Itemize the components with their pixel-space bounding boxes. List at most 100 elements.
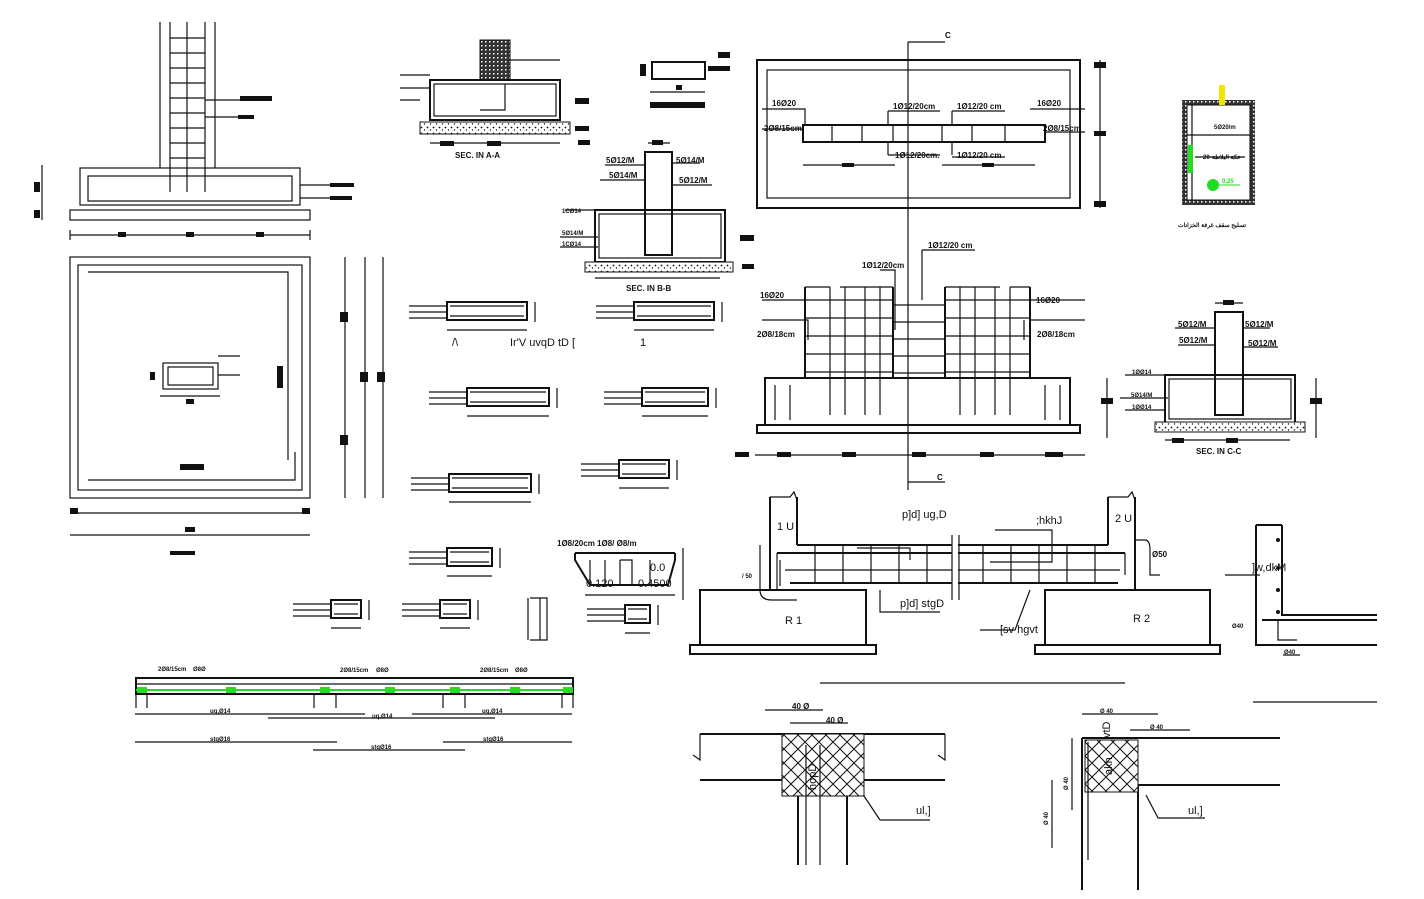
section-c-c: 5Ø12/M 5Ø12/M 5Ø12/M 5Ø12/M 1ØØ14 5Ø14/M… — [1101, 300, 1322, 456]
rebar-line — [429, 388, 558, 417]
cb-bottom-1: stgØ16 — [210, 737, 231, 743]
cb-bar-3: uq,Ø14 — [482, 709, 503, 715]
ribbed-slab-section: 1Ø8/20cm 1Ø8/ Ø8/m 0.120 0.4500 0.0 — [557, 539, 684, 600]
wall-label: ]w,dkM — [1252, 562, 1286, 574]
bb-label-2: 5Ø14/M — [676, 156, 705, 165]
plan-label-left-stirrup: 2Ø8/15cm — [764, 124, 802, 133]
section-marker-top: C — [945, 31, 951, 40]
section-a-a-title: SEC. IN A-A — [455, 151, 500, 160]
joint-dim-3: Ø 40 — [1100, 709, 1114, 715]
elev-label-top-mid: 1Ø12/20cm — [862, 261, 904, 270]
joint-dim-6: Ø 40 — [1044, 811, 1050, 825]
beam-section — [330, 599, 362, 619]
section-marker-bottom: C — [937, 473, 943, 482]
top-bar-label: p]d] ug,D — [902, 509, 947, 521]
beam-section — [448, 473, 532, 493]
rebar-line — [527, 597, 548, 641]
small-beam-section — [640, 52, 730, 108]
joint-leader-1: ul,] — [916, 805, 931, 817]
tank-caption: تسليح سقف غرفة الخزانات — [1178, 222, 1246, 229]
plan-label-top-mid-left: 1Ø12/20cm — [893, 102, 935, 111]
beam-section — [641, 387, 709, 407]
bb-label-1: 5Ø12/M — [606, 156, 635, 165]
section-b-b-title: SEC. IN B-B — [626, 284, 672, 293]
bb-label-7: 1CØ14 — [562, 242, 582, 248]
rebar-line — [587, 605, 659, 634]
footing-plan-strip: C C 16Ø20 2Ø8/15cm 1Ø12/20cm 1Ø12/20 cm … — [756, 31, 1106, 490]
cb-top-4: Ø8Ø — [376, 668, 389, 674]
footing-plan-detail — [69, 256, 385, 555]
beam-section — [446, 547, 493, 567]
beam-section — [633, 301, 715, 321]
wall-anchor-label: Ø40 — [1232, 624, 1244, 630]
beam-section — [624, 604, 651, 624]
column-label-2: 2 U — [1115, 513, 1132, 525]
tank-label-mid: 20 — [1203, 155, 1210, 161]
slab-top-label: 1Ø8/20cm 1Ø8/ Ø8/m — [557, 539, 637, 548]
bb-label-5: 1CØ14 — [562, 209, 582, 215]
rebar-line — [409, 302, 536, 331]
wall-corner-detail: ]w,dkM Ø40 Ø40 — [1225, 524, 1377, 656]
beam-caption-1: /\ — [452, 337, 459, 349]
joint-dim-5: Ø 40 — [1064, 776, 1070, 790]
plan-label-top-mid-right: 1Ø12/20 cm — [957, 102, 1001, 111]
extra-bar-label: ;hkhJ — [1036, 515, 1062, 527]
tank-label-green: 0.25 — [1222, 179, 1234, 185]
rebar-line — [604, 388, 717, 417]
beam-caption-3: 1 — [640, 337, 646, 349]
cc-label-4: 5Ø12/M — [1248, 339, 1277, 348]
section-a-a: SEC. IN A-A — [400, 39, 590, 160]
rebar-line — [596, 302, 723, 331]
yellow-marker — [1219, 85, 1225, 105]
elev-label-right-stirrup: 2Ø8/18cm — [1037, 330, 1075, 339]
joint-dim-1: 40 Ø — [792, 702, 809, 711]
cb-top-2: Ø8Ø — [193, 667, 206, 673]
joint-dim-2: 40 Ø — [826, 716, 843, 725]
section-b-b: 5Ø12/M 5Ø14/M 5Ø14/M 5Ø12/M 1CØ14 5Ø14/M… — [560, 140, 754, 293]
cb-top-1: 2Ø8/15cm — [158, 667, 186, 673]
beam-sections-group — [293, 301, 723, 641]
joint-label-3: akh — [1103, 757, 1115, 775]
anchor-right-label: Ø50 — [1152, 550, 1168, 559]
tank-label-mid-ar: عكة البلاطة — [1212, 154, 1241, 161]
cb-top-3: 2Ø8/15cm — [340, 668, 368, 674]
slab-dim-right: 0.4500 — [638, 578, 672, 590]
support-r1: R 1 — [785, 615, 802, 627]
cc-label-5: 1ØØ14 — [1132, 370, 1152, 376]
stirrups-label: [sv hgvt — [1000, 624, 1038, 636]
slab-dim-left: 0.120 — [586, 578, 614, 590]
rebar-line — [581, 460, 678, 489]
beam-column-joint-corner: Ø 40 Ø 40 Ø 40 Ø 40 vtD akh ul,] — [1044, 709, 1280, 890]
elev-label-left-stirrup: 2Ø8/18cm — [757, 330, 795, 339]
anchor-left-label: / 50 — [742, 574, 753, 580]
elev-label-left-bar: 16Ø20 — [760, 291, 785, 300]
elev-label-top-right: 1Ø12/20 cm — [928, 241, 972, 250]
elev-label-right-bar: 16Ø20 — [1036, 296, 1061, 305]
tank-label-top: 5Ø20/m — [1214, 125, 1236, 131]
beam-section — [446, 301, 528, 321]
beam-section — [466, 387, 550, 407]
beam-elevation-supports: R 1 R 2 1 U 2 U p]d] ug,D ;hkhJ p]d] stg… — [689, 490, 1377, 703]
cb-bottom-2: stgØ16 — [371, 745, 392, 751]
bb-label-3: 5Ø14/M — [609, 171, 638, 180]
plan-label-top-right: 16Ø20 — [1037, 99, 1062, 108]
cb-bar-1: uq,Ø14 — [210, 709, 231, 715]
cb-top-5: 2Ø8/15cm — [480, 668, 508, 674]
plan-label-bot-mid-right: 1Ø12/20 cm — [957, 151, 1001, 160]
bb-label-4: 5Ø12/M — [679, 176, 708, 185]
tank-room-slab-detail: 5Ø20/m 20 عكة البلاطة 0.25 تسليح سقف غرف… — [1178, 85, 1255, 229]
rebar-line — [409, 548, 501, 577]
rebar-line — [402, 600, 479, 629]
rebar-line — [293, 600, 370, 629]
cc-label-3: 5Ø12/M — [1179, 336, 1208, 345]
joint-leader-2: ul,] — [1188, 805, 1203, 817]
cb-bar-2: uq,Ø14 — [372, 714, 393, 720]
joint-dim-4: Ø 40 — [1150, 725, 1164, 731]
bb-label-6: 5Ø14/M — [562, 231, 583, 237]
cb-bottom-3: stgØ16 — [483, 737, 504, 743]
bottom-bar-label: p]d] stgD — [900, 598, 944, 610]
section-c-c-title: SEC. IN C-C — [1196, 447, 1242, 456]
beam-caption-2: Ir'V uvqD tD [ — [510, 337, 575, 349]
support-r2: R 2 — [1133, 613, 1150, 625]
